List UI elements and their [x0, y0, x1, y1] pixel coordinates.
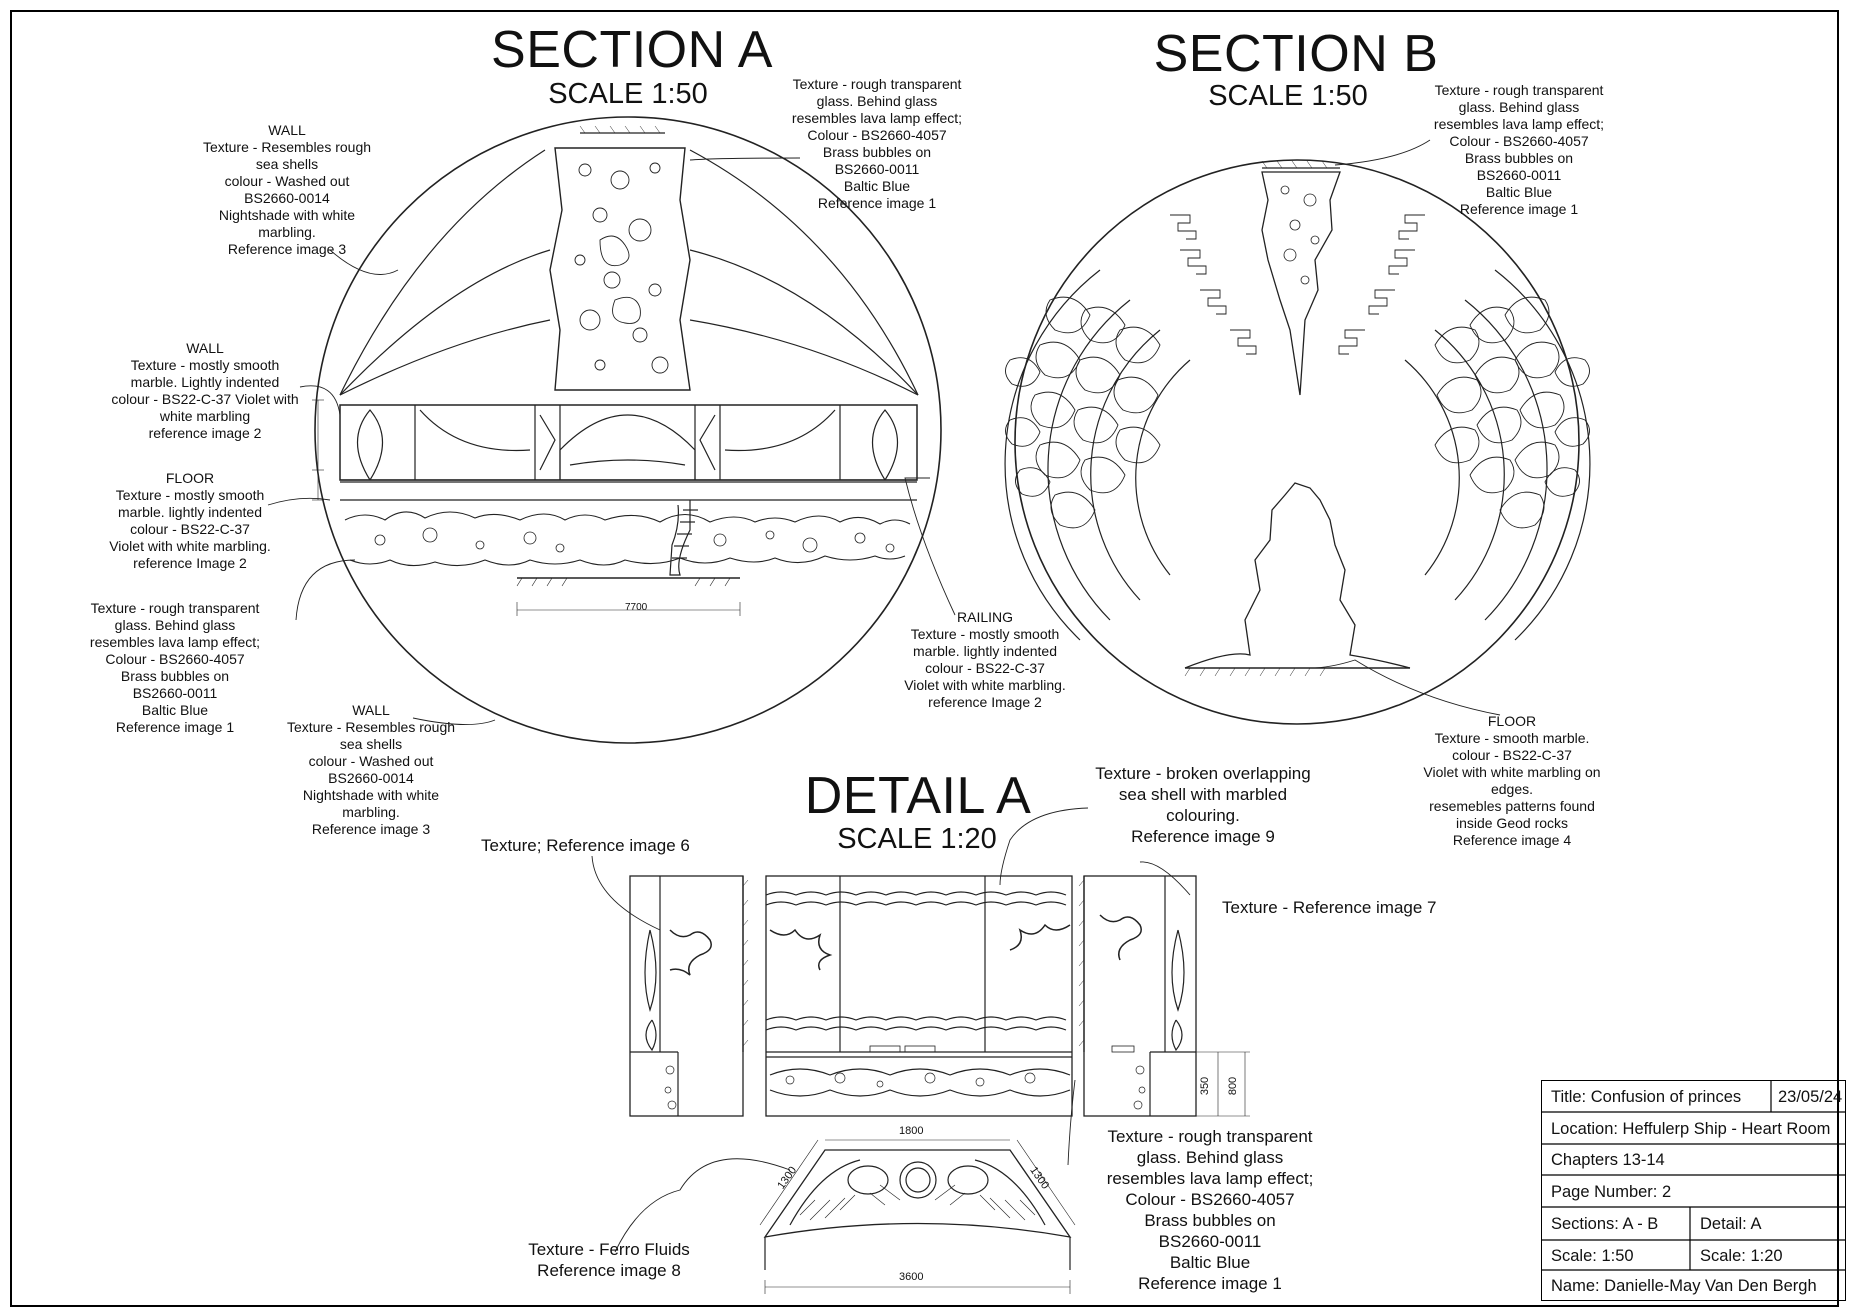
- section-b-drawing: [1004, 159, 1591, 725]
- detail-a-scale: SCALE 1:20: [837, 823, 997, 855]
- title-block-chapters: Chapters 13-14: [1551, 1151, 1665, 1169]
- detail-a-dim-top: 1800: [899, 1125, 924, 1137]
- section-b-title: SECTION B: [1153, 25, 1439, 83]
- section-a-title: SECTION A: [491, 21, 773, 79]
- section-a-width-dimension: 7700: [625, 602, 648, 613]
- section-a-leaders: [267, 157, 956, 725]
- section-b-scale: SCALE 1:50: [1208, 80, 1368, 112]
- detail-a-title: DETAIL A: [804, 767, 1032, 825]
- title-block-page-number: Page Number: 2: [1551, 1182, 1672, 1201]
- sheet-border: [10, 10, 1839, 1307]
- detail-a-dim-h2: 800: [1227, 1076, 1240, 1096]
- title-block-location: Location: Heffulerp Ship - Heart Room: [1551, 1119, 1831, 1138]
- title-block: Title: Confusion of princes 23/05/24 Loc…: [1540, 1079, 1846, 1301]
- title-block-name: Name: Danielle-May Van Den Bergh: [1551, 1277, 1817, 1295]
- title-block-detail: Detail: A: [1700, 1215, 1762, 1233]
- title-block-scale-detail: Scale: 1:20: [1700, 1246, 1783, 1265]
- detail-a-dim-bottom: 3600: [899, 1271, 924, 1283]
- section-b-leaders: [1309, 139, 1501, 716]
- title-block-sections: Sections: A - B: [1551, 1215, 1659, 1233]
- detail-a-label-ref6: Texture; Reference image 6: [481, 836, 690, 855]
- section-a-drawing: [312, 116, 942, 744]
- title-block-title: Title: Confusion of princes: [1551, 1087, 1742, 1106]
- section-a-scale: SCALE 1:50: [548, 78, 708, 110]
- title-block-date: 23/05/24: [1778, 1087, 1843, 1106]
- title-block-scale-sections: Scale: 1:50: [1551, 1246, 1634, 1265]
- detail-a-label-ref7: Texture - Reference image 7: [1222, 898, 1437, 917]
- detail-a-drawing: [629, 875, 1250, 1294]
- title-block-grid: [1540, 1079, 1846, 1271]
- detail-a-dim-h1: 350: [1199, 1076, 1212, 1096]
- detail-a-leaders: [591, 807, 1191, 1253]
